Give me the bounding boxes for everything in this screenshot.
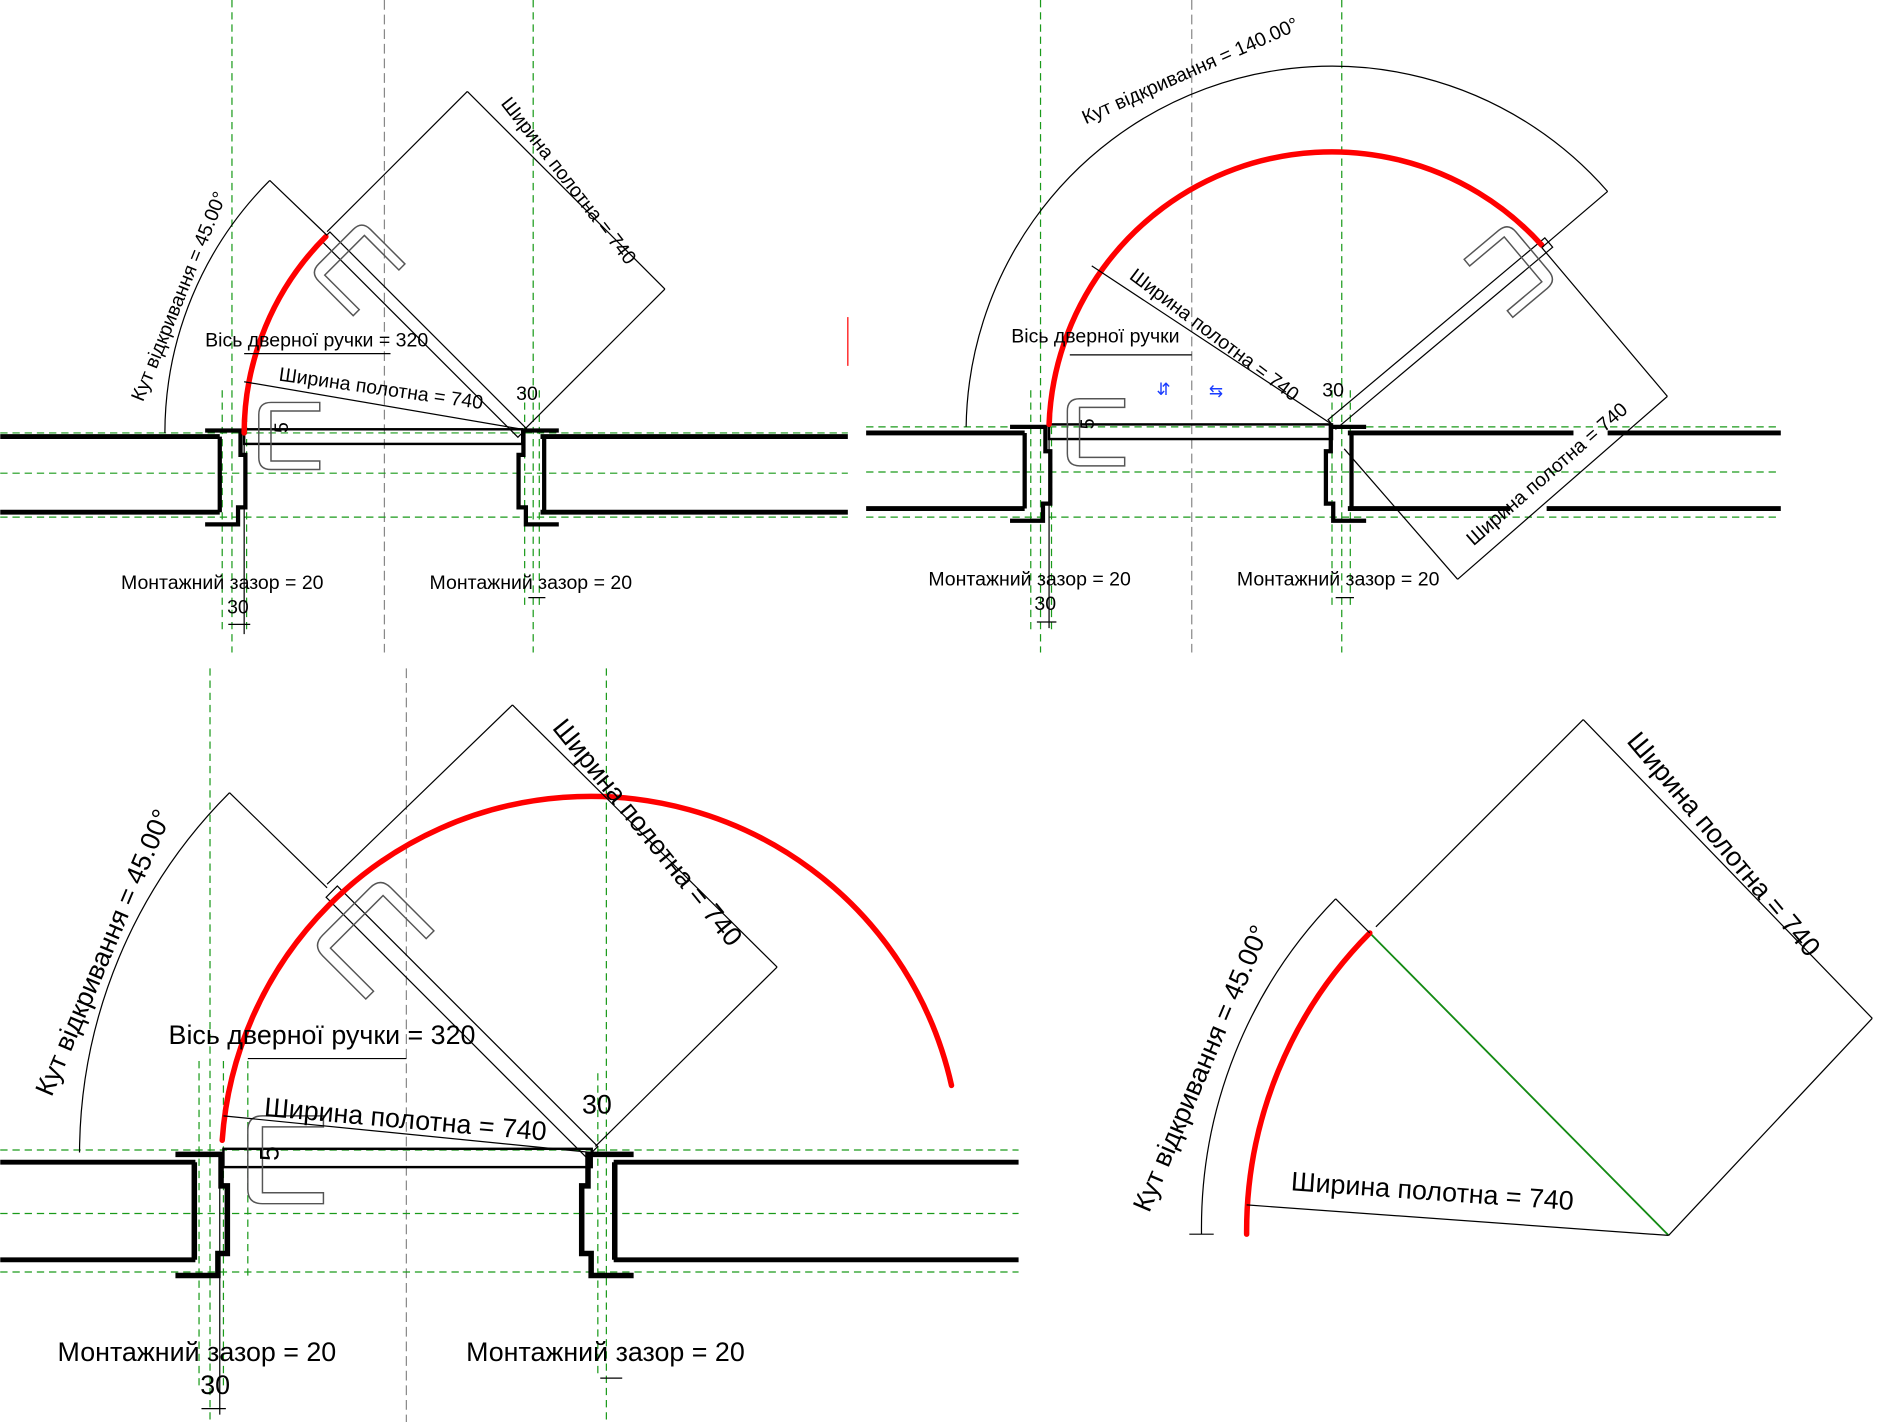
open-leaf [1327, 226, 1554, 430]
dim-30-bottom-label: 30 [227, 596, 249, 618]
angle-dimension-label: Кут відкривання = 45.00° [127, 189, 231, 405]
closed-leaf [242, 428, 524, 446]
dim-30-bottom-label: 30 [200, 1370, 230, 1400]
open-leaf-line [1369, 932, 1670, 1237]
swing-arc [241, 233, 329, 436]
swing-arc [219, 793, 955, 1144]
walls [0, 434, 848, 515]
left-jamb [205, 428, 248, 527]
leaf-width-dimension-label-inner: Ширина полотна = 740 [1290, 1166, 1575, 1216]
handle-axis-dimension-label: Вісь дверної ручки = 320 [169, 1020, 476, 1050]
mounting-gap-right-label: Монтажний зазор = 20 [1237, 568, 1440, 590]
reference-planes [866, 0, 1781, 653]
dimensions [965, 65, 1668, 629]
dimensions [1189, 719, 1873, 1237]
dim-30-label: 30 [582, 1089, 612, 1119]
leaf-width-dimension-label: Ширина полотна = 740 [547, 713, 749, 952]
dim-30-label: 30 [1322, 379, 1344, 401]
angle-dimension-label: Кут відкривання = 45.00° [29, 805, 177, 1100]
walls [0, 1159, 1019, 1263]
reference-planes [0, 668, 1019, 1422]
handle-axis-dimension-label: Вісь дверної ручки [1011, 326, 1179, 348]
dim-30-bottom-label: 30 [1034, 593, 1056, 615]
dim-5-label: 5 [271, 422, 293, 433]
leaf-width-dimension-label: Ширина полотна = 740 [496, 93, 640, 269]
panel-door-45: Кут відкривання = 45.00° Ширина полотна … [0, 0, 849, 653]
mounting-gap-right-label: Монтажний зазор = 20 [430, 572, 633, 594]
dimensions [164, 91, 666, 635]
walls [866, 430, 1781, 511]
mounting-gap-left-label: Монтажний зазор = 20 [121, 572, 324, 594]
dimensions [78, 704, 778, 1415]
left-jamb [175, 1151, 231, 1279]
left-jamb [1010, 424, 1053, 523]
leaf-width-dimension-label-inner: Ширина полотна = 740 [278, 364, 485, 414]
dim-30-label: 30 [516, 383, 538, 405]
dim-5-label: 5 [254, 1146, 284, 1161]
leaf-width-dimension-label: Ширина полотна = 740 [1462, 398, 1632, 550]
panel-door-140: Кут відкривання = 140.00° Ширина полотна… [866, 0, 1781, 653]
swing-arc [1243, 930, 1373, 1237]
closed-leaf [1047, 423, 1334, 441]
closed-leaf-handle [247, 1115, 325, 1205]
leaf-width-dimension-label-inner: Ширина полотна = 740 [263, 1092, 548, 1147]
dim-5-label: 5 [1077, 418, 1099, 429]
flip-vertical-control-icon[interactable]: ⇵ [1156, 380, 1170, 399]
closed-leaf-handle [1066, 398, 1126, 467]
handle-axis-dimension-label: Вісь дверної ручки = 320 [205, 329, 428, 351]
mounting-gap-left-label: Монтажний зазор = 20 [928, 568, 1131, 590]
panel-swing-schema: Кут відкривання = 45.00° Ширина полотна … [1127, 719, 1873, 1237]
flip-horizontal-control-icon[interactable]: ⇆ [1209, 381, 1223, 400]
reference-planes [0, 0, 848, 653]
closed-leaf [222, 1147, 593, 1169]
panel-door-45-enlarged: Кут відкривання = 45.00° Ширина полотна … [0, 668, 1019, 1422]
closed-leaf-handle [258, 401, 321, 471]
open-leaf [316, 881, 599, 1159]
leaf-width-dimension-label: Ширина полотна = 740 [1621, 726, 1826, 962]
right-jamb [578, 1151, 634, 1279]
mounting-gap-left-label: Монтажний зазор = 20 [58, 1337, 337, 1367]
swing-arc [1046, 149, 1545, 428]
mounting-gap-right-label: Монтажний зазор = 20 [466, 1337, 745, 1367]
